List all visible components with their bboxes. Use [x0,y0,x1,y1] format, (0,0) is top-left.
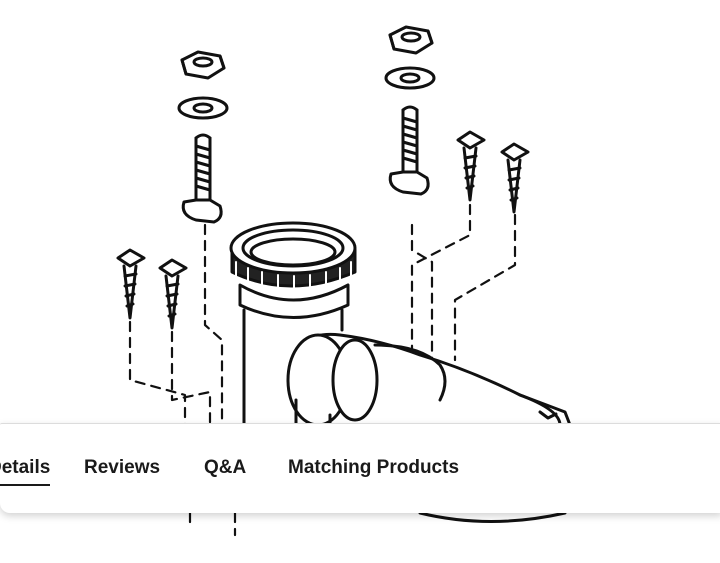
tab-reviews[interactable]: Reviews [84,457,161,478]
tab-qa[interactable]: Q&A [204,457,247,478]
product-tab-bar: Details Reviews Q&A Matching Products [0,423,720,513]
tab-details[interactable]: Details [0,456,51,486]
tab-matching-products[interactable]: Matching Products [288,457,460,478]
